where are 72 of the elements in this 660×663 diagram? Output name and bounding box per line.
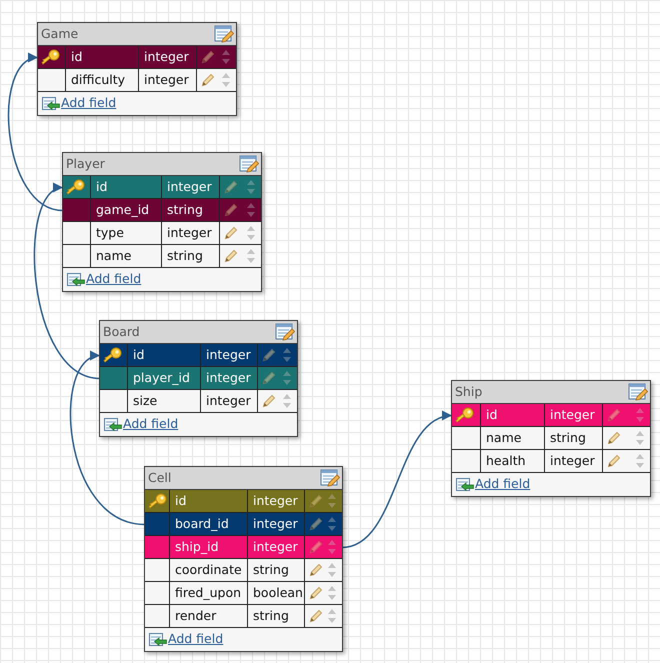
- field-name: id: [170, 490, 248, 512]
- field-name: type: [91, 222, 162, 244]
- field-row: [100, 344, 297, 367]
- field-type: integer: [201, 390, 258, 412]
- field-row: [63, 199, 261, 222]
- field-row: [100, 390, 297, 413]
- field-type: integer: [248, 536, 305, 558]
- field-row: [145, 605, 342, 628]
- field-name: ship_id: [170, 536, 248, 558]
- field-name: name: [481, 427, 545, 449]
- field-name: name: [91, 245, 162, 267]
- field-type: integer: [248, 490, 305, 512]
- field-name: render: [170, 605, 248, 627]
- add-field-link: Add field: [86, 271, 142, 287]
- field-type: string: [248, 605, 305, 627]
- field-type: integer: [201, 367, 258, 389]
- table-name: Board: [103, 324, 140, 340]
- field-row: [145, 513, 342, 536]
- field-type: string: [545, 427, 603, 449]
- table-card: [37, 22, 237, 116]
- field-name: player_id: [128, 367, 201, 389]
- field-row: [63, 245, 261, 268]
- field-name: id: [481, 404, 545, 426]
- relationship-arrow: [342, 412, 452, 548]
- field-row: [100, 367, 297, 390]
- field-name: health: [481, 450, 545, 472]
- field-row: [452, 427, 650, 450]
- field-type: string: [162, 199, 220, 221]
- field-name: id: [66, 46, 139, 68]
- add-field-link: Add field: [123, 416, 178, 432]
- table-card: [62, 152, 262, 292]
- field-type: integer: [201, 344, 258, 366]
- table-card: [144, 466, 343, 652]
- table-name: Ship: [455, 384, 482, 400]
- add-field-link: Add field: [475, 476, 530, 492]
- field-row: [63, 222, 261, 245]
- field-type: integer: [139, 69, 197, 91]
- field-type: integer: [139, 46, 197, 68]
- field-row: [38, 69, 236, 92]
- field-type: integer: [162, 222, 220, 244]
- field-row: [63, 176, 261, 199]
- field-row: [452, 450, 650, 473]
- field-name: coordinate: [170, 559, 248, 581]
- field-type: string: [248, 559, 305, 581]
- table-name: Player: [66, 156, 105, 172]
- field-row: [145, 582, 342, 605]
- field-row: [38, 46, 236, 69]
- field-type: integer: [545, 404, 603, 426]
- field-type: string: [162, 245, 220, 267]
- field-name: id: [128, 344, 201, 366]
- table-name: Game: [41, 26, 78, 42]
- table-card: [99, 320, 298, 437]
- field-name: fired_upon: [170, 582, 248, 604]
- table-card: [451, 380, 651, 497]
- relationship-arrow: [70, 354, 146, 526]
- field-row: [145, 490, 342, 513]
- field-type: integer: [162, 176, 220, 198]
- table-name: Cell: [148, 470, 172, 486]
- field-row: [145, 559, 342, 582]
- relationship-arrow: [8, 55, 64, 212]
- field-type: boolean: [248, 582, 305, 604]
- field-name: board_id: [170, 513, 248, 535]
- field-type: integer: [248, 513, 305, 535]
- field-row: [452, 404, 650, 427]
- field-name: game_id: [91, 199, 162, 221]
- field-name: size: [128, 390, 201, 412]
- add-field-link: Add field: [61, 95, 116, 111]
- field-name: difficulty: [66, 69, 139, 91]
- field-type: integer: [545, 450, 603, 472]
- field-row: [145, 536, 342, 559]
- add-field-link: Add field: [168, 631, 224, 647]
- field-name: id: [91, 176, 162, 198]
